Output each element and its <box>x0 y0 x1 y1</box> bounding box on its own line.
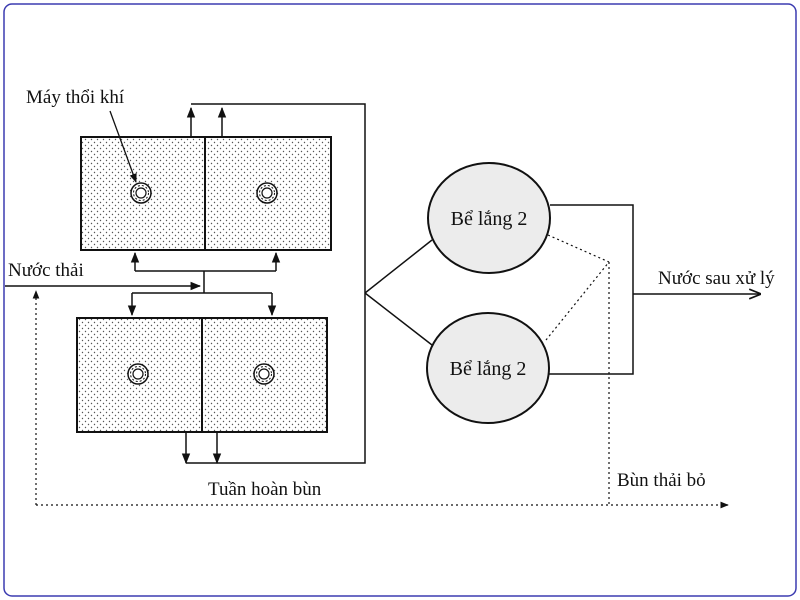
aeration-tank-bottom <box>76 317 328 433</box>
aeration-tank-top <box>80 136 332 251</box>
aeration-piping <box>5 103 366 465</box>
blower-diffuser-icon <box>256 182 278 204</box>
settler-bottom-label: Bể lắng 2 <box>450 358 527 380</box>
blower-pointer-arrow <box>109 110 137 183</box>
blower-diffuser-icon <box>130 182 152 204</box>
outflow-piping <box>548 204 760 375</box>
waste-sludge-label: Bùn thải bỏ <box>617 470 706 491</box>
blower-diffuser-icon <box>253 363 275 385</box>
inflow-label: Nước thải <box>8 260 84 281</box>
blower-label: Máy thổi khí <box>26 87 125 108</box>
recirculation-label: Tuần hoàn bùn <box>208 479 322 500</box>
settler-top-label: Bể lắng 2 <box>451 208 528 230</box>
blower-diffuser-icon <box>127 363 149 385</box>
frame-border <box>3 3 797 597</box>
settler-feed-lines <box>364 239 433 346</box>
settler-top: Bể lắng 2 <box>427 162 551 274</box>
settler-bottom: Bể lắng 2 <box>426 312 550 424</box>
outflow-label: Nước sau xử lý <box>658 268 775 289</box>
sludge-piping <box>32 234 729 509</box>
